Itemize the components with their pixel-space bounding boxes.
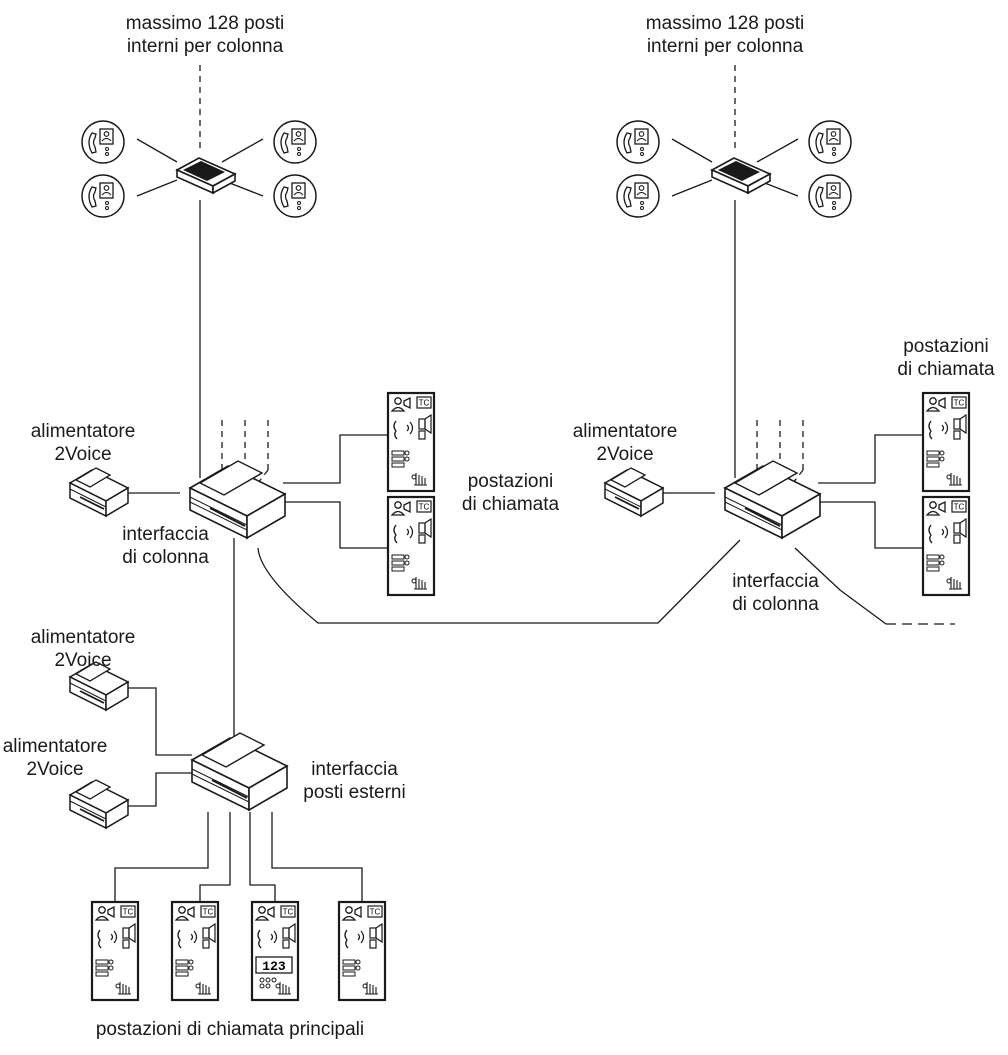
label-line: massimo 128 posti (125, 13, 285, 34)
label-line: interfaccia (311, 759, 398, 780)
psu-right-column (604, 467, 664, 517)
label-line: massimo 128 posti (645, 13, 805, 34)
label-line: postazioni (467, 471, 554, 492)
handset-top-right-4 (808, 174, 852, 218)
external-interface (191, 732, 288, 811)
distributor-right (711, 157, 771, 194)
label-line: posti esterni (303, 782, 406, 803)
label-line: 2Voice (54, 650, 112, 671)
psu-left-column-label: alimentatore 2Voice (28, 420, 138, 466)
distributor-left (176, 157, 236, 194)
panel-badge-text: TC (954, 503, 965, 512)
handset-top-left-3 (273, 120, 317, 164)
keypad-buttons (259, 977, 277, 989)
label-line: 2Voice (26, 759, 84, 780)
call-stations-right-label: postazioni di chiamata (884, 335, 1008, 381)
label-line: di colonna (732, 594, 819, 615)
keypad-display (255, 956, 293, 974)
column-right-capacity-label: massimo 128 posti interni per colonna (630, 12, 820, 58)
panel-badge-text: TC (419, 399, 430, 408)
main-call-station-4: TC (337, 900, 387, 1002)
call-station-right-2: TC (921, 495, 971, 597)
psu-external-2 (69, 779, 129, 829)
label-line: postazioni di chiamata principali (95, 1019, 365, 1040)
main-call-station-2: TC (170, 900, 220, 1002)
wiring (114, 65, 955, 902)
handset-top-right-1 (616, 120, 660, 164)
psu-external-2-label: alimentatore 2Voice (0, 735, 110, 781)
label-line: alimentatore (30, 627, 136, 648)
label-line: alimentatore (2, 736, 108, 757)
label-line: interfaccia (732, 571, 819, 592)
panel-badge-text: TC (203, 908, 214, 917)
handset-top-left-4 (273, 174, 317, 218)
main-call-station-keypad: TC 123 (250, 900, 300, 1002)
call-station-left-2: TC (386, 495, 436, 597)
handset-top-left-2 (81, 174, 125, 218)
keypad-display-text: 123 (262, 959, 286, 974)
label-line: interni per colonna (646, 36, 804, 57)
call-station-left-1: TC (386, 391, 436, 493)
psu-external-1-label: alimentatore 2Voice (28, 626, 138, 672)
handset-top-left-1 (81, 120, 125, 164)
main-call-stations-label: postazioni di chiamata principali (80, 1018, 380, 1041)
handset-top-right-2 (616, 174, 660, 218)
label-line: alimentatore (572, 421, 678, 442)
panel-badge-text: TC (419, 503, 430, 512)
label-line: alimentatore (30, 421, 136, 442)
label-line: 2Voice (596, 444, 654, 465)
main-call-station-1: TC (90, 900, 140, 1002)
label-line: interni per colonna (126, 36, 284, 57)
column-left-capacity-label: massimo 128 posti interni per colonna (110, 12, 300, 58)
call-station-right-1: TC (921, 391, 971, 493)
psu-right-column-label: alimentatore 2Voice (570, 420, 680, 466)
label-line: postazioni (903, 336, 989, 357)
panel-badge-text: TC (283, 908, 294, 917)
label-line: di chiamata (897, 359, 995, 380)
panel-badge-text: TC (954, 399, 965, 408)
label-line: interfaccia (122, 524, 209, 545)
panel-badge-text: TC (123, 908, 134, 917)
label-line: 2Voice (54, 444, 112, 465)
column-interface-right-label: interfaccia di colonna (718, 570, 833, 616)
call-stations-left-label: postazioni di chiamata (448, 470, 573, 516)
psu-left-column (69, 467, 129, 517)
panel-badge-text: TC (370, 908, 381, 917)
label-line: di chiamata (461, 494, 560, 515)
column-interface-right (724, 460, 821, 539)
handset-top-right-3 (808, 120, 852, 164)
column-interface-left-label: interfaccia di colonna (108, 523, 223, 569)
label-line: di colonna (122, 547, 209, 568)
external-interface-label: interfaccia posti esterni (292, 758, 417, 804)
